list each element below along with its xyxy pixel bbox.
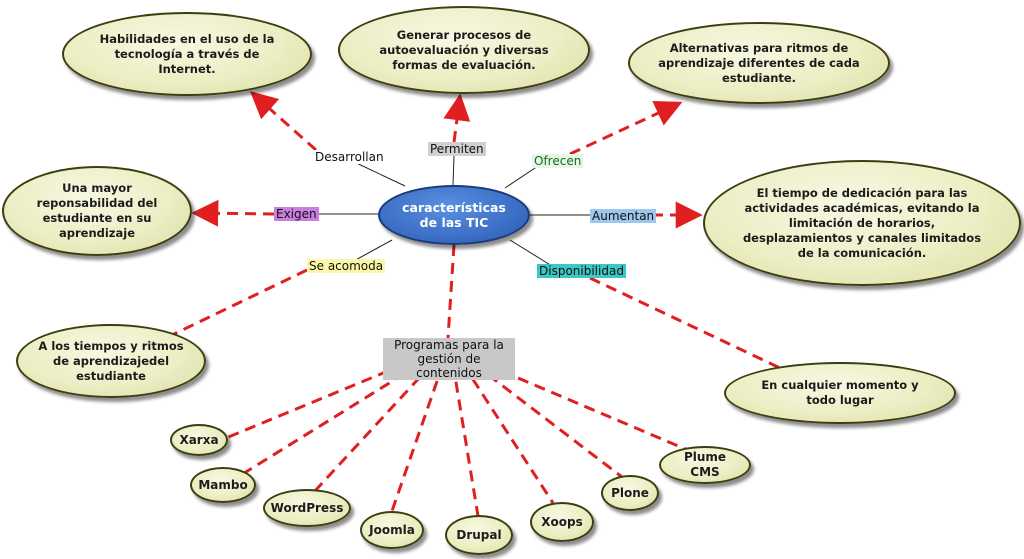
concept-tiempos-ritmos-text: A los tiempos y ritmos de aprendizajedel… (38, 338, 184, 383)
concept-habilidades-text: Habilidades en el uso de la tecnología a… (99, 31, 275, 76)
concept-alternativas[interactable]: Alternativas para ritmos de aprendizaje … (628, 22, 890, 104)
concept-habilidades[interactable]: Habilidades en el uso de la tecnología a… (62, 12, 312, 96)
concept-tiempo[interactable]: El tiempo de dedicación para las activid… (703, 160, 1021, 286)
arrow-cualquier-momento (589, 276, 781, 370)
concept-responsabilidad[interactable]: Una mayor reponsabilidad del estudiante … (2, 166, 192, 256)
connector-programas (446, 244, 456, 339)
concept-tiempo-text: El tiempo de dedicación para las activid… (742, 185, 982, 260)
arrow-generar (443, 93, 471, 143)
program-plone-text: Plone (611, 485, 649, 500)
program-plone[interactable]: Plone (601, 475, 659, 511)
program-xarxa[interactable]: Xarxa (170, 424, 228, 456)
connector-xarxa (225, 362, 406, 440)
concept-alternativas-text: Alternativas para ritmos de aprendizaje … (658, 40, 860, 85)
program-wordpress-text: WordPress (270, 500, 344, 515)
link-permiten: Permiten (428, 142, 486, 156)
concept-tiempos-ritmos[interactable]: A los tiempos y ritmos de aprendizajedel… (16, 324, 206, 398)
link-ofrecen: Ofrecen (532, 154, 584, 168)
concept-cualquier-momento-text: En cualquier momento y todo lugar (761, 378, 919, 407)
program-mambo-text: Mambo (198, 477, 248, 492)
program-plume-cms-text: Plume CMS (683, 450, 727, 479)
connector-joomla (390, 363, 445, 512)
program-drupal[interactable]: Drupal (445, 515, 513, 555)
arrow-tiempos-ritmos (169, 268, 308, 338)
program-drupal-text: Drupal (456, 527, 502, 542)
link-aumentan: Aumentan (590, 209, 657, 223)
concept-cualquier-momento[interactable]: En cualquier momento y todo lugar (724, 362, 956, 424)
connector-xoops (461, 363, 555, 504)
concept-generar-text: Generar procesos de autoevaluación y div… (379, 27, 549, 72)
program-xarxa-text: Xarxa (179, 432, 219, 447)
program-xoops[interactable]: Xoops (530, 502, 594, 542)
program-joomla[interactable]: Joomla (360, 511, 424, 549)
link-line-se-acomoda (351, 239, 393, 263)
arrow-alternativas (569, 100, 683, 156)
concept-responsabilidad-text: Una mayor reponsabilidad del estudiante … (36, 181, 158, 240)
link-line-permiten (452, 155, 455, 186)
program-mambo[interactable]: Mambo (190, 467, 256, 503)
link-se-acomoda: Se acomoda (307, 259, 386, 273)
arrow-responsabilidad (191, 199, 275, 227)
concept-generar[interactable]: Generar procesos de autoevaluación y div… (338, 6, 590, 94)
connector-plone (473, 362, 623, 479)
program-wordpress[interactable]: WordPress (263, 489, 351, 527)
connector-plume-cms (484, 362, 691, 453)
link-programas: Programas para la gestión de contenidos (383, 338, 515, 380)
link-line-desarrollan (349, 159, 406, 187)
link-desarrollan: Desarrollan (313, 150, 386, 164)
program-plume-cms[interactable]: Plume CMS (659, 446, 751, 484)
link-disponibilidad: Disponibilidad (537, 264, 626, 278)
link-line-disponibilidad (509, 239, 553, 267)
program-joomla-text: Joomla (369, 522, 415, 537)
central-concept-text: características de las TIC (402, 200, 506, 230)
link-line-ofrecen (504, 165, 539, 189)
program-xoops-text: Xoops (541, 514, 583, 529)
connector-wordpress (312, 362, 434, 494)
link-exigen: Exigen (274, 207, 319, 221)
arrow-habilidades (249, 91, 317, 152)
connector-drupal (451, 363, 480, 517)
central-concept[interactable]: características de las TIC (378, 185, 530, 245)
